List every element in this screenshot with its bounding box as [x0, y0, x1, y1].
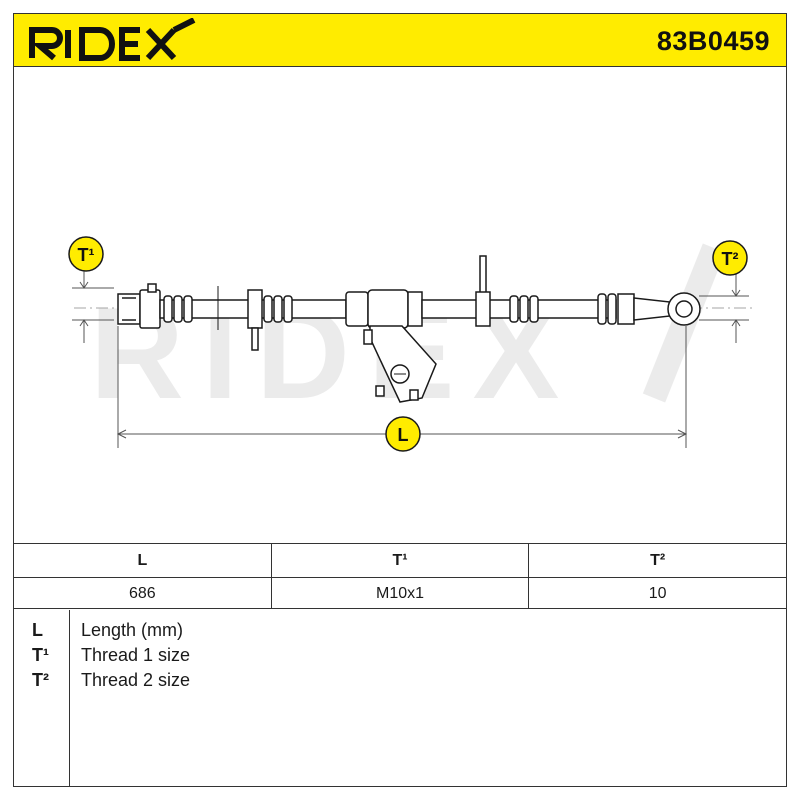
spec-header-l: L [14, 544, 272, 577]
t2-label-bubble: T² [712, 240, 748, 276]
ridex-logo [29, 18, 196, 61]
part-number: 83B0459 [656, 26, 770, 56]
brake-hose [117, 255, 701, 403]
legend-key: T² [32, 670, 49, 690]
header-bar: 83B0459 [14, 14, 786, 67]
spec-value-row: 686 M10x1 10 [14, 578, 786, 609]
spec-header-t1: T¹ [272, 544, 530, 577]
hose-drawing: RIDEX [68, 236, 754, 452]
spec-table: L T¹ T² 686 M10x1 10 [14, 543, 786, 609]
spec-value-t1: M10x1 [272, 578, 530, 609]
length-label: L [398, 425, 409, 445]
t2-label: T² [722, 249, 739, 269]
legend-desc: Thread 1 size [81, 645, 191, 665]
t1-label: T¹ [78, 245, 95, 265]
legend: L Length (mm) T¹ Thread 1 size T² Thread… [14, 610, 786, 787]
legend-key: T¹ [32, 645, 49, 665]
legend-desc: Length (mm) [81, 620, 184, 640]
spec-header-t2: T² [650, 551, 666, 569]
legend-key: L [32, 620, 43, 640]
spec-value-l: 686 [14, 578, 272, 609]
legend-divider [69, 610, 70, 787]
drawing-sheet: 83B0459 RIDEX [13, 13, 787, 787]
legend-item: T² Thread 2 size [14, 670, 786, 695]
t2-dimension [699, 273, 749, 343]
legend-desc: Thread 2 size [81, 670, 191, 690]
length-label-bubble: L [385, 416, 421, 452]
spec-value-t2: 10 [648, 584, 667, 602]
spec-header-row: L T¹ T² [14, 544, 786, 578]
legend-item: L Length (mm) [14, 620, 786, 645]
t1-label-bubble: T¹ [68, 236, 104, 272]
legend-item: T¹ Thread 1 size [14, 645, 786, 670]
